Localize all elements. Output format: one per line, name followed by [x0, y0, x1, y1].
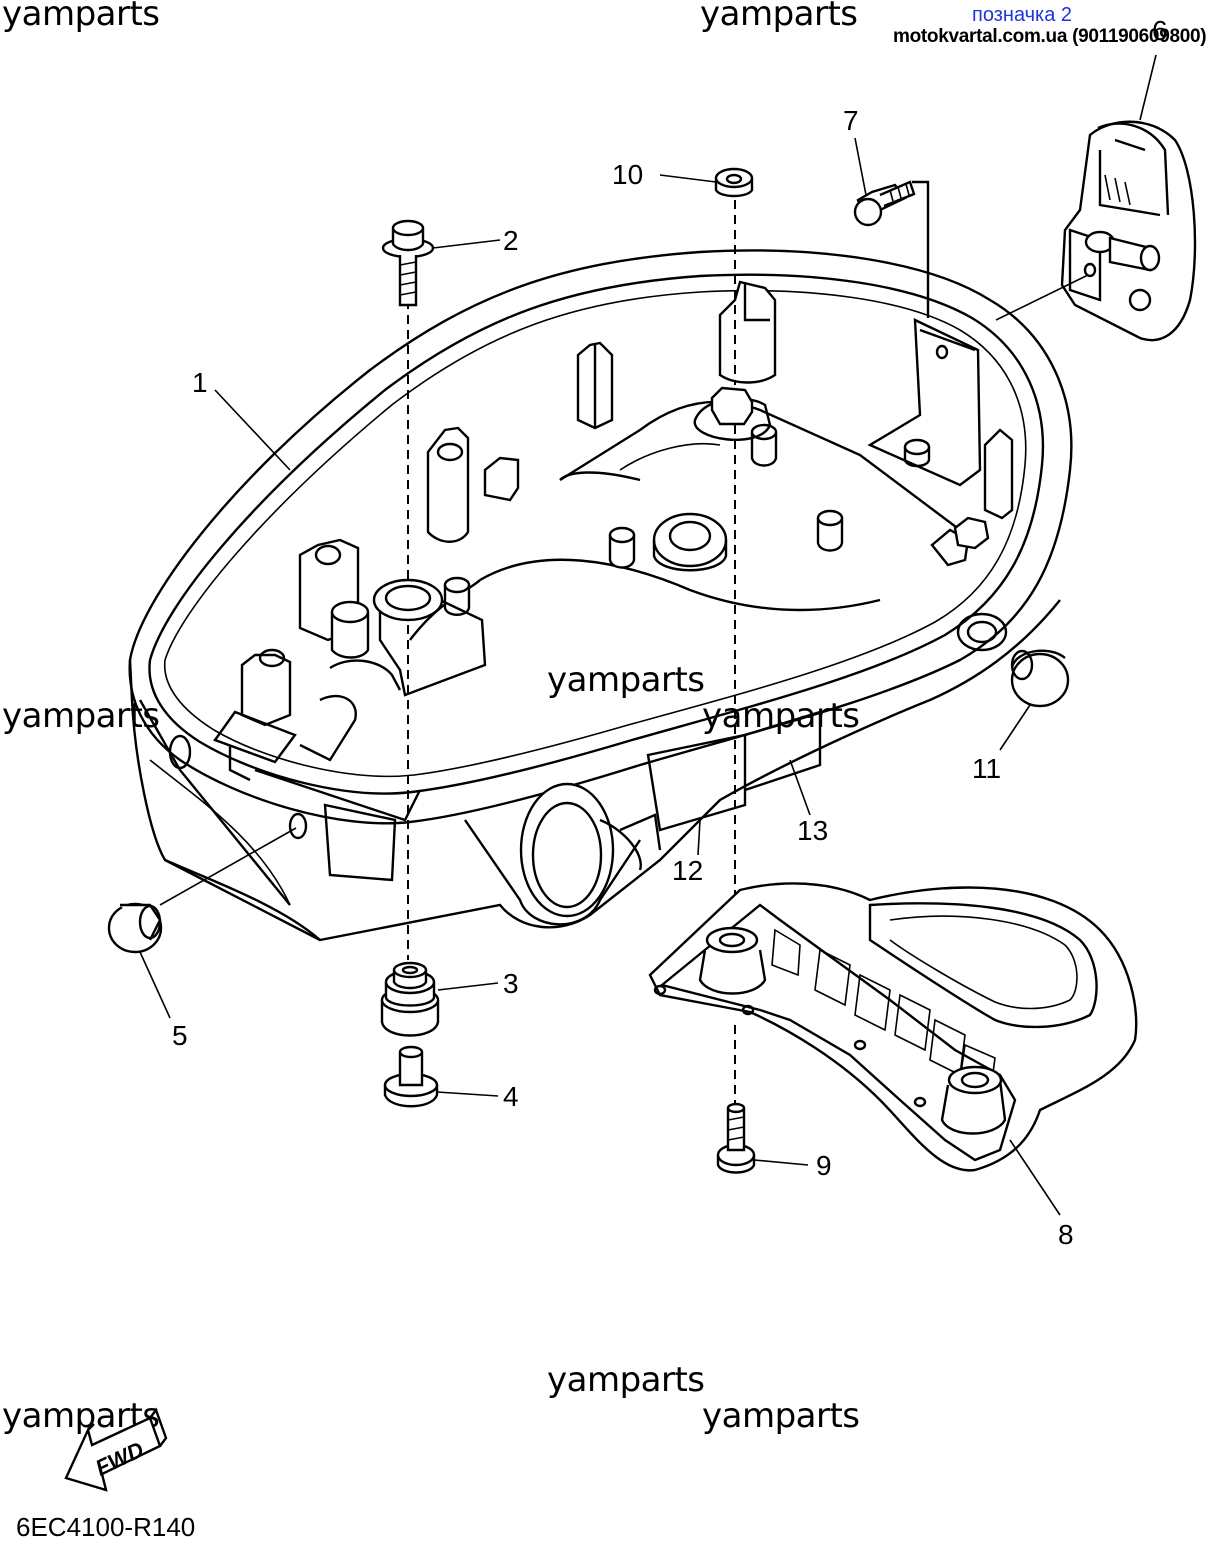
- watermark: yamparts: [547, 1360, 705, 1400]
- bottom-plate-part-8: [648, 882, 1138, 1172]
- callout-number: 7: [843, 105, 859, 136]
- grommet-part-3: [380, 961, 440, 1037]
- lock-lever-part-6: [1060, 120, 1197, 342]
- callout-number: 10: [612, 159, 643, 190]
- fwd-arrow: FWD: [64, 1407, 168, 1492]
- grommet-part-5: [107, 902, 163, 954]
- callout-number: 1: [192, 367, 208, 398]
- callout-number: 2: [503, 225, 519, 256]
- collar-part-4: [383, 1045, 439, 1108]
- watermark: yamparts: [702, 696, 860, 736]
- callout-number: 4: [503, 1081, 519, 1112]
- nut-part-10: [714, 167, 754, 198]
- callout-number: 8: [1058, 1219, 1074, 1250]
- callout-number: 13: [797, 815, 828, 846]
- callout-number: 9: [816, 1150, 832, 1181]
- callout-number: 6: [1152, 15, 1168, 46]
- callout-number: 12: [672, 855, 703, 886]
- watermark: yamparts: [547, 660, 705, 700]
- callout-number: 5: [172, 1020, 188, 1051]
- diagram-code: 6EC4100-R140: [16, 1512, 196, 1542]
- callout-numbers: 1 2 3 4 5 6 7 8 9 10 11 12 13: [172, 15, 1168, 1250]
- page-mark-link[interactable]: позначка 2: [972, 4, 1073, 26]
- site-caption: motokvartal.com.ua (901190609800): [893, 26, 1207, 47]
- bolt-part-9: [716, 1102, 756, 1174]
- callout-number: 11: [972, 753, 1001, 784]
- watermark: yamparts: [2, 0, 160, 34]
- screw-part-2: [381, 219, 435, 307]
- watermark: yamparts: [700, 0, 858, 34]
- bottom-cowling: [128, 249, 1073, 942]
- grommet-part-11: [1010, 649, 1070, 708]
- leader-lines: [139, 54, 1157, 1216]
- watermark: yamparts: [702, 1396, 860, 1436]
- callout-number: 3: [503, 968, 519, 999]
- bolt-part-7: [853, 180, 930, 318]
